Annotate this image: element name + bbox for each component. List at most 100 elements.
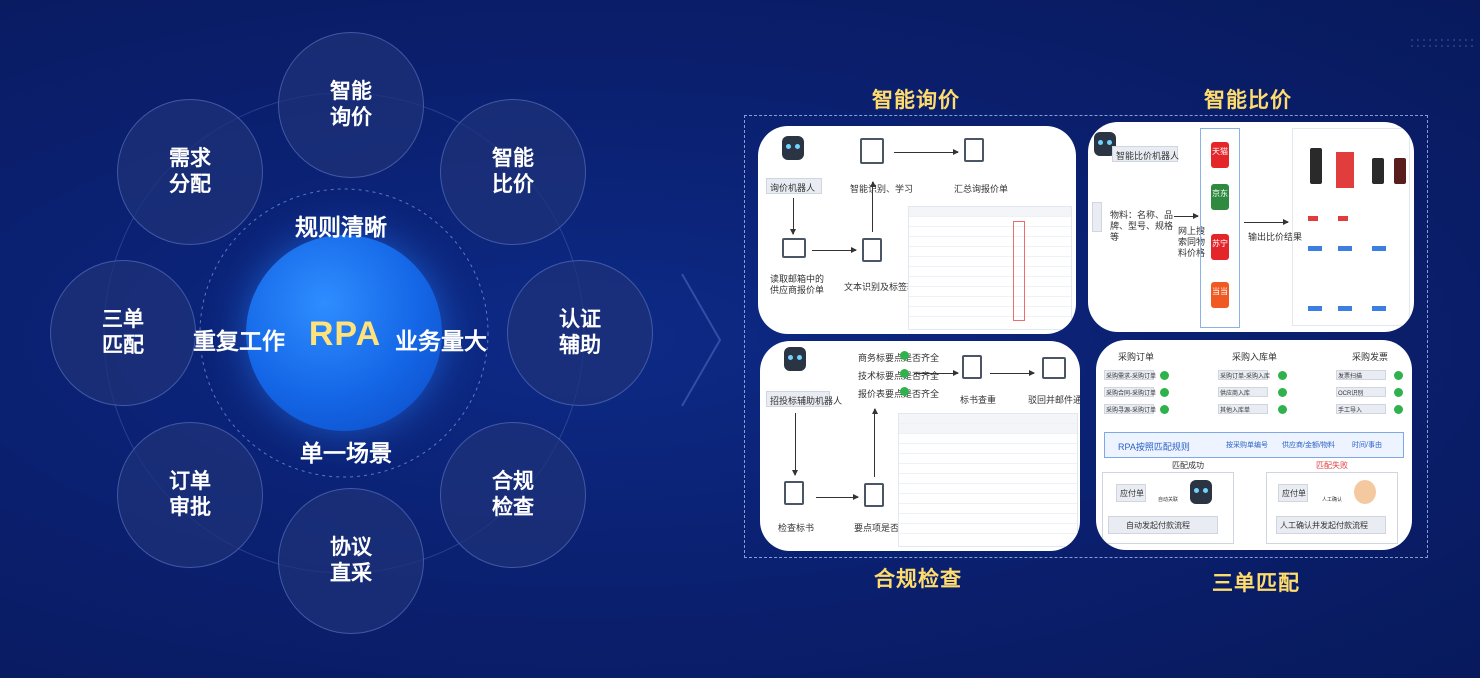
match-row-box [1218, 387, 1268, 397]
check-ok-icon [1160, 371, 1169, 380]
link-cell [1372, 246, 1386, 251]
check-ok-icon [900, 351, 909, 360]
jd-logo [1211, 184, 1229, 210]
manual-flow-box [1276, 516, 1386, 534]
auto-flow-box [1108, 516, 1218, 534]
check-ok-icon [1160, 405, 1169, 414]
product-image [1310, 148, 1322, 184]
arrow-right [914, 370, 959, 376]
match-ok-label: 匹配成功 [1172, 461, 1204, 470]
arrow-right [812, 247, 857, 253]
check-ok-icon [1278, 405, 1287, 414]
match-row-box [1336, 387, 1386, 397]
check-ok-icon [1278, 371, 1287, 380]
match-key-0: 按采购单编号 [1226, 442, 1268, 449]
match-row-box [1218, 404, 1268, 414]
match-rule-label: RPA按照匹配规则 [1118, 442, 1190, 452]
check-ok-icon [1160, 388, 1169, 397]
compare-robot-label: 智能比价机器人 [1116, 151, 1180, 161]
text-recognition-icon [862, 238, 882, 262]
material-box [1092, 202, 1102, 232]
match-col-gr: 采购入库单 [1232, 352, 1278, 362]
match-col-po: 采购订单 [1118, 352, 1155, 362]
panels-frame [744, 115, 1428, 558]
shop-jd: 京东 [1212, 189, 1228, 198]
match-gr-row-2: 其他入库单 [1220, 408, 1251, 414]
compliance-table [898, 413, 1078, 547]
price-cell [1338, 216, 1348, 221]
compare-output-label: 输出比价结果 [1248, 232, 1303, 242]
match-fail-label: 匹配失败 [1316, 461, 1348, 470]
quote-table [908, 206, 1072, 330]
petal-match: 三单匹配 [50, 260, 196, 406]
match-po-row-2: 采购寻源-采购订单 [1106, 408, 1156, 414]
dangdang-logo [1211, 282, 1229, 308]
compliance-check-2: 报价表要点是否齐全 [858, 389, 940, 399]
link-cell [1372, 306, 1386, 311]
mail-reject-icon [1042, 357, 1066, 379]
match-inv-row-2: 手工导入 [1338, 408, 1363, 414]
match-payable-ok: 应付单 [1120, 489, 1144, 498]
match-ok-box [1102, 472, 1234, 544]
ring-label-left: 重复工作 [193, 328, 285, 354]
checklist-icon [864, 483, 884, 507]
price-cell [1308, 216, 1318, 221]
payable-box [1278, 484, 1308, 502]
inquiry-ocr-label: 文本识别及标签转化 [844, 282, 926, 292]
match-row-box [1218, 370, 1268, 380]
match-po-row-1: 采购合同-采购订单 [1106, 391, 1156, 397]
shop-tmall: 天猫 [1212, 147, 1228, 156]
card-match: 采购订单 采购入库单 采购发票 采购需求-采购订单 采购合同-采购订单 采购寻源… [1096, 340, 1412, 550]
panel-title-match: 三单匹配 [1212, 572, 1300, 595]
petal-inquiry: 智能询价 [278, 32, 424, 178]
petal-approval: 订单审批 [117, 422, 263, 568]
arrow-right [894, 149, 959, 155]
robot-label-box [1112, 146, 1178, 162]
inquiry-mail-label: 读取邮箱中的供应商报价单 [770, 274, 825, 295]
match-row-box [1336, 370, 1386, 380]
match-rule-bar [1104, 432, 1404, 458]
compliance-read-label: 检查标书 [778, 523, 815, 533]
shop-dangdang: 当当 [1212, 287, 1228, 296]
rpa-core-circle [246, 235, 442, 431]
check-ok-icon [1394, 371, 1403, 380]
document-dollar-icon [964, 138, 984, 162]
inquiry-robot-label: 询价机器人 [770, 183, 816, 193]
product-image [1394, 158, 1406, 184]
robot-icon [784, 347, 806, 371]
compliance-notify-label: 驳回并邮件通知 [1028, 395, 1080, 405]
compare-material-label: 物料：名称、品牌、型号、规格等 [1110, 210, 1174, 242]
shop-suning: 苏宁 [1212, 239, 1228, 248]
match-key-2: 时间/事由 [1352, 442, 1382, 449]
panel-title-inquiry: 智能询价 [872, 89, 960, 112]
tmall-logo [1211, 142, 1229, 168]
mail-icon [782, 238, 806, 258]
check-ok-icon [1278, 388, 1287, 397]
chevron-right-icon [681, 273, 722, 407]
robot-label-box [766, 178, 822, 194]
petal-demand: 需求分配 [117, 99, 263, 245]
payable-box [1116, 484, 1146, 502]
match-row-box [1104, 370, 1154, 380]
card-compare: 智能比价机器人 物料：名称、品牌、型号、规格等 网上搜索同物料价格 天猫 京东 … [1088, 122, 1414, 332]
compliance-check-0: 商务标要点是否齐全 [858, 353, 940, 363]
compare-result-grid [1292, 128, 1410, 326]
inquiry-learn-label: 智能识别、学习 [850, 184, 914, 194]
match-manual-label: 人工确认并发起付款流程 [1280, 521, 1368, 530]
compliance-robot-label: 招投标辅助机器人 [770, 396, 843, 406]
compliance-dedupe-label: 标书查重 [960, 395, 997, 405]
match-row-box [1104, 387, 1154, 397]
shop-list [1200, 128, 1240, 328]
match-auto-tag: 自动关联 [1158, 497, 1179, 503]
petal-compliance: 合规检查 [440, 422, 586, 568]
card-compliance: 招投标辅助机器人 检查标书 要点项是否齐全 商务标要点是否齐全 技术标要点是否齐… [760, 341, 1080, 551]
arrow-right [1244, 219, 1289, 225]
person-avatar-icon [1354, 480, 1376, 504]
suning-logo [1211, 234, 1229, 260]
panel-title-compliance: 合规检查 [874, 568, 962, 591]
match-manual-tag: 人工确认 [1322, 497, 1343, 503]
petal-compare: 智能比价 [440, 99, 586, 245]
rpa-core-label: RPA [308, 315, 382, 353]
robot-icon [1190, 480, 1212, 504]
ring-label-bottom: 单一场景 [300, 440, 392, 466]
